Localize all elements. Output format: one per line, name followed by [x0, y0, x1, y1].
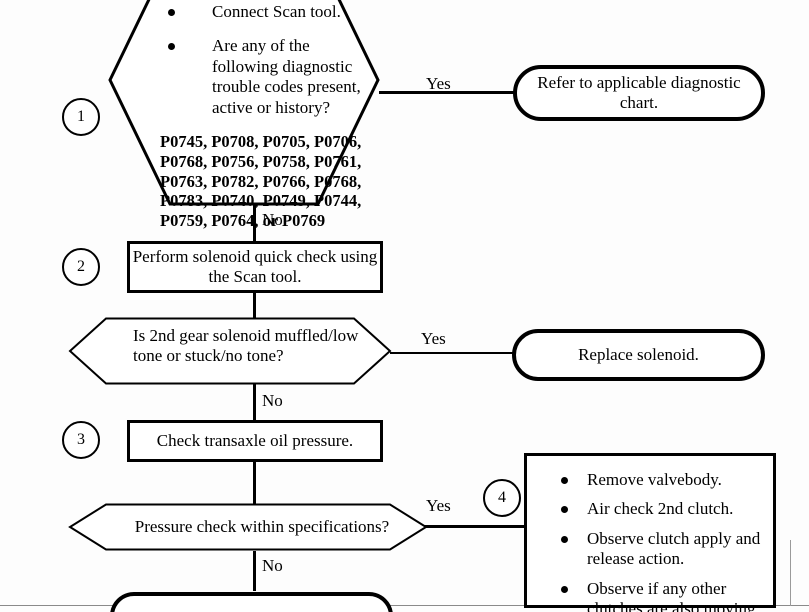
connector-3-to-decision-3 — [253, 462, 256, 504]
decision-1-bullets: Connect Scan tool. Are any of the follow… — [160, 2, 380, 118]
list-item: Connect Scan tool. — [160, 2, 380, 22]
branch-label-yes-1: Yes — [426, 74, 451, 93]
connector-no-3 — [253, 551, 256, 591]
decision-3-label: Pressure check within specifications? — [134, 517, 390, 536]
list-item: Observe clutch apply and release action. — [535, 529, 763, 570]
bullet-text: Are any of the following diagnostic trou… — [212, 36, 361, 117]
bullet-icon — [561, 506, 568, 514]
step-4-bullet-box: Remove valvebody. Air check 2nd clutch. … — [524, 453, 776, 612]
branch-label-no-1: No — [262, 210, 283, 229]
bullet-text: Connect Scan tool. — [212, 2, 341, 21]
step-number-label: 3 — [77, 431, 85, 448]
step-number-2: 2 — [62, 248, 100, 286]
terminator-replace-solenoid: Replace solenoid. — [512, 329, 765, 381]
terminator-label: Refer to applicable diagnostic chart. — [537, 72, 741, 112]
decision-hexagon-3 — [68, 503, 428, 551]
connector-no-2 — [253, 384, 256, 420]
step-number-3: 3 — [62, 421, 100, 459]
terminator-bottom-cutoff — [110, 592, 393, 612]
bullet-icon — [168, 9, 175, 16]
list-item: Remove valvebody. — [535, 470, 763, 490]
step-number-label: 1 — [77, 108, 85, 125]
bullet-text: Observe if any other clutches are also m… — [587, 578, 760, 612]
process-box-2: Perform solenoid quick check using the S… — [127, 241, 383, 293]
step-number-1: 1 — [62, 98, 100, 136]
process-box-2-label: Perform solenoid quick check using the S… — [132, 246, 378, 286]
process-box-3-label: Check transaxle oil pressure. — [156, 430, 354, 450]
branch-label-no-2: No — [262, 391, 283, 410]
terminator-label: Replace solenoid. — [578, 344, 699, 364]
connector-yes-2 — [390, 352, 515, 354]
bullet-text: Remove valvebody. — [587, 470, 722, 489]
bullet-text: Air check 2nd clutch. — [587, 499, 734, 519]
branch-label-yes-2: Yes — [421, 329, 446, 348]
dtc-code-list: P0745, P0708, P0705, P0706, P0768, P0756… — [160, 131, 362, 231]
list-item: Observe if any other clutches are also m… — [535, 579, 763, 612]
connector-2-to-decision-2 — [253, 293, 256, 319]
step-number-4: 4 — [483, 479, 521, 517]
list-item: Are any of the following diagnostic trou… — [160, 36, 380, 118]
connector-yes-1 — [379, 91, 517, 94]
decision-1-content: Connect Scan tool. Are any of the follow… — [160, 2, 380, 231]
decision-hexagon-2 — [68, 317, 392, 385]
process-box-3: Check transaxle oil pressure. — [127, 420, 383, 462]
page-bottom-rule — [0, 605, 809, 606]
branch-label-yes-3: Yes — [426, 496, 451, 515]
branch-label-no-3: No — [262, 556, 283, 575]
decision-2-label: Is 2nd gear solenoid muffled/low tone or… — [133, 326, 359, 366]
step-number-label: 4 — [498, 489, 506, 506]
connector-no-1 — [253, 203, 256, 241]
bullet-text: Observe clutch apply and release action. — [587, 528, 761, 569]
bullet-icon — [168, 43, 175, 51]
decision-hexagon-1 — [108, 0, 380, 206]
step-4-bullets: Remove valvebody. Air check 2nd clutch. … — [535, 470, 763, 612]
terminator-refer-chart: Refer to applicable diagnostic chart. — [513, 65, 765, 121]
bullet-icon — [561, 585, 568, 593]
page-right-rule — [790, 540, 791, 606]
step-number-label: 2 — [77, 258, 85, 275]
list-item: Air check 2nd clutch. — [535, 499, 763, 519]
connector-yes-3 — [424, 525, 526, 528]
bullet-icon — [561, 535, 568, 543]
bullet-icon — [561, 477, 568, 484]
